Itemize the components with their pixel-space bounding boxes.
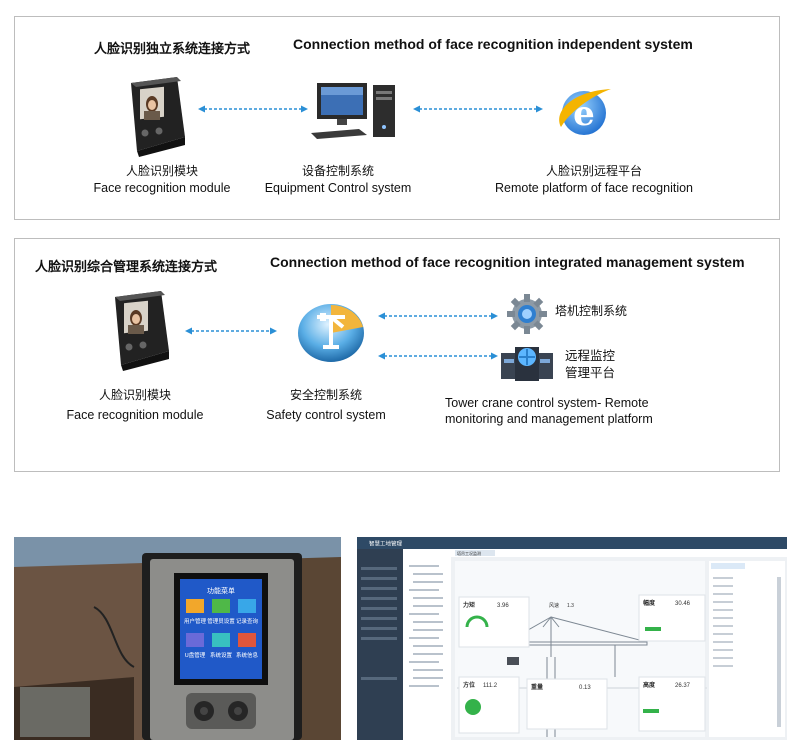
connection-arrow	[378, 312, 498, 320]
connection-arrow	[378, 352, 498, 360]
installed-device-photo: 功能菜单 用户管理 管理员设置 记录查询 U盘管理 系统设置 系统信息	[14, 537, 341, 740]
metric-value: 26.37	[675, 683, 691, 689]
device-menu-item[interactable]: 用户管理	[184, 617, 207, 625]
connection-arrow	[413, 105, 543, 113]
metric-value: 111.2	[483, 683, 498, 689]
metric-value: 3.96	[497, 603, 509, 609]
node-caption-face-module: 人脸识别模块 Face recognition module	[66, 388, 204, 422]
metric-label: 重量	[531, 683, 543, 691]
connection-arrow	[185, 327, 277, 335]
device-menu-item[interactable]: 管理员设置	[207, 617, 235, 625]
integrated-title-en: Connection method of face recognition in…	[270, 254, 745, 270]
monitoring-platform-icon	[499, 339, 555, 389]
dashboard-app-title: 智慧工地管理	[369, 540, 403, 548]
monitoring-dashboard-screenshot: 智慧工地管理 塔吊工况监测	[357, 537, 787, 740]
face-terminal-icon	[107, 291, 173, 375]
integrated-title-cn: 人脸识别综合管理系统连接方式	[35, 260, 218, 275]
tower-crane-orb-icon	[295, 297, 367, 371]
dashboard-tab[interactable]: 塔吊工况监测	[457, 550, 481, 556]
node-caption-equipment-control: 设备控制系统 Equipment Control system	[264, 164, 412, 195]
device-screen-title: 功能菜单	[207, 586, 235, 595]
independent-title-en: Connection method of face recognition in…	[293, 36, 693, 52]
node-caption-safety-control: 安全控制系统 Safety control system	[266, 388, 386, 422]
gear-icon	[505, 293, 549, 339]
device-menu-item[interactable]: 系统信息	[236, 651, 259, 659]
desktop-computer-icon	[311, 79, 399, 147]
tower-crane-control-label: 塔机控制系统	[555, 304, 628, 318]
remote-monitoring-label: 远程监控 管理平台	[565, 348, 616, 380]
metric-label: 方位	[463, 681, 475, 689]
integrated-system-panel: 人脸识别综合管理系统连接方式 Connection method of face…	[14, 238, 780, 472]
metric-label: 力矩	[463, 601, 475, 609]
internet-explorer-icon: e	[553, 81, 615, 147]
metric-label: 高度	[643, 681, 656, 689]
connection-arrow	[198, 105, 308, 113]
metric-label: 幅度	[643, 599, 656, 607]
wind-value: 1.3	[567, 603, 574, 609]
device-menu-item[interactable]: 系统设置	[210, 651, 233, 659]
device-menu-item[interactable]: U盘管理	[185, 651, 206, 659]
face-terminal-icon	[123, 77, 189, 161]
node-caption-remote-platform: 人脸识别远程平台 Remote platform of face recogni…	[494, 164, 694, 195]
metric-value: 0.13	[579, 685, 591, 691]
device-menu-item[interactable]: 记录查询	[236, 617, 259, 625]
metric-value: 30.46	[675, 601, 691, 607]
independent-title-cn: 人脸识别独立系统连接方式	[94, 42, 251, 57]
independent-system-panel: 人脸识别独立系统连接方式 Connection method of face r…	[14, 16, 780, 220]
tower-crane-remote-caption: Tower crane control system- Remote monit…	[445, 396, 653, 426]
wind-label: 风速	[549, 603, 559, 609]
node-caption-face-module: 人脸识别模块 Face recognition module	[93, 164, 231, 195]
